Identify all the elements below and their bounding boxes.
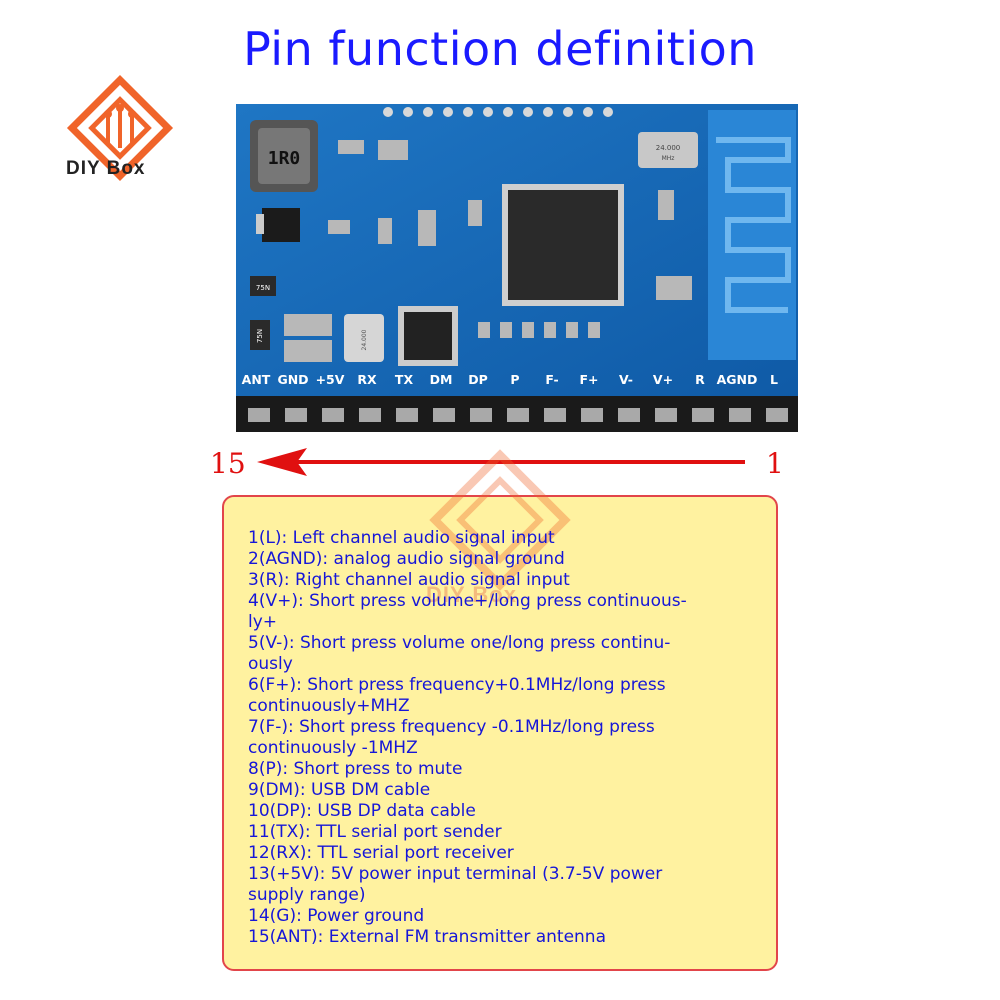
- list-item: ly+: [248, 612, 278, 632]
- list-item: 6(F+): Short press frequency+0.1MHz/long…: [248, 675, 666, 695]
- list-item: continuously+MHZ: [248, 696, 410, 716]
- pin-label: P: [510, 372, 520, 387]
- small-crystal-label: 24.000: [361, 329, 368, 350]
- pin-label: TX: [394, 372, 414, 387]
- pin-label: F+: [579, 372, 599, 387]
- watermark-text: DIY Box: [426, 582, 517, 607]
- pin-label: AGND: [716, 372, 758, 387]
- watermark-logo-icon: [429, 449, 571, 591]
- list-item: 3(R): Right channel audio signal input: [248, 570, 570, 590]
- pin-number-15: 15: [210, 447, 246, 480]
- pin-label: R: [695, 372, 705, 387]
- list-item: 10(DP): USB DP data cable: [248, 801, 476, 821]
- list-item: 15(ANT): External FM transmitter antenna: [248, 927, 606, 947]
- list-item: 7(F-): Short press frequency -0.1MHz/lon…: [248, 717, 655, 737]
- pin-label: ANT: [241, 372, 271, 387]
- list-item: 8(P): Short press to mute: [248, 759, 463, 779]
- list-item: 11(TX): TTL serial port sender: [248, 822, 502, 842]
- diode-label: 75N: [256, 284, 270, 292]
- pin-label: DM: [429, 372, 453, 387]
- board-pin-labels: ANT GND +5V RX TX DM DP P F- F+ V- V+ R …: [238, 372, 788, 392]
- pin-number-1: 1: [766, 447, 784, 480]
- list-item: 4(V+): Short press volume+/long press co…: [248, 591, 687, 611]
- list-item: continuously -1MHZ: [248, 738, 418, 758]
- list-item: 13(+5V): 5V power input terminal (3.7-5V…: [248, 864, 663, 884]
- pin-label: V-: [619, 372, 633, 387]
- logo-text: DIY Box: [66, 158, 146, 179]
- pin-label: RX: [357, 372, 377, 387]
- list-item: 14(G): Power ground: [248, 906, 425, 926]
- pin-label: DP: [468, 372, 488, 387]
- pin-label: GND: [277, 372, 309, 387]
- list-item: 9(DM): USB DM cable: [248, 780, 431, 800]
- pin-label: F-: [545, 372, 559, 387]
- direction-arrow-icon: [257, 448, 745, 476]
- pin-label: V+: [652, 372, 674, 387]
- fm-module-board: 1R0 24.000 MHz 24.000 75N 75N: [236, 104, 798, 432]
- diode-label-2: 75N: [256, 329, 264, 343]
- list-item: 12(RX): TTL serial port receiver: [248, 843, 514, 863]
- pin-label: +5V: [315, 372, 345, 387]
- list-item: 5(V-): Short press volume one/long press…: [248, 633, 671, 653]
- pin-description-box: [222, 495, 778, 971]
- crystal-label: 24.000: [656, 144, 681, 152]
- list-item: 1(L): Left channel audio signal input: [248, 528, 555, 548]
- inductor-label: 1R0: [268, 148, 301, 169]
- pin-description-list: 1(L): Left channel audio signal input 2(…: [248, 528, 758, 948]
- diy-box-logo-icon: [66, 74, 174, 182]
- crystal-unit: MHz: [662, 155, 675, 162]
- list-item: supply range): [248, 885, 366, 905]
- page-title: Pin function definition: [243, 22, 757, 76]
- pin-label: L: [770, 372, 778, 387]
- list-item: 2(AGND): analog audio signal ground: [248, 549, 565, 569]
- list-item: ously: [248, 654, 293, 674]
